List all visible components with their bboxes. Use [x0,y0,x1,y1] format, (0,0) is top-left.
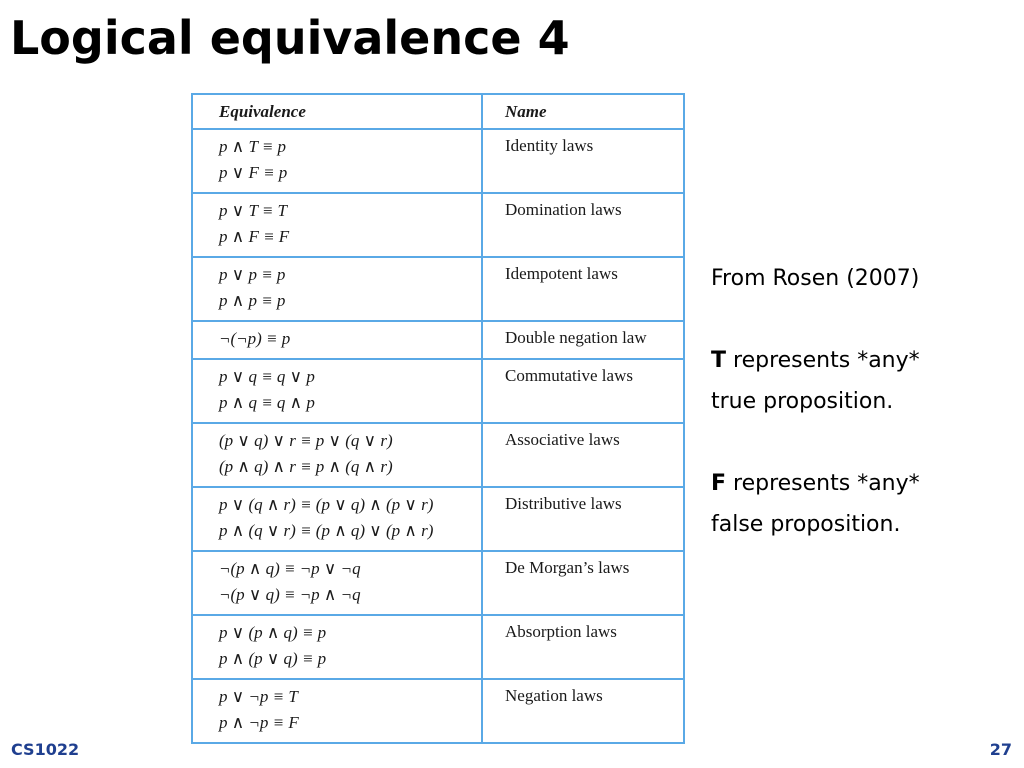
law-name-cell: Commutative laws [481,358,685,424]
law-name-cell: Identity laws [481,128,685,194]
equivalence-formula: p ∨ p ≡ p [219,265,286,284]
equivalence-formula: p ∧ F ≡ F [219,227,290,246]
law-name: Distributive laws [505,494,622,513]
equivalence-formula: p ∧ q ≡ q ∧ p [219,393,315,412]
header-equivalence: Equivalence [191,93,483,130]
table-row: p ∨ ¬p ≡ T p ∧ ¬p ≡ F Negation laws [191,678,685,744]
course-code: CS1022 [11,740,80,759]
t-note: T represents *any* [711,340,1011,381]
slide-title: Logical equivalence 4 [10,11,570,65]
equivalence-formula: p ∧ (q ∨ r) ≡ (p ∧ q) ∨ (p ∧ r) [219,521,434,540]
table-row: (p ∨ q) ∨ r ≡ p ∨ (q ∨ r) (p ∧ q) ∧ r ≡ … [191,422,685,488]
law-name-cell: Domination laws [481,192,685,258]
t-symbol: T [711,348,727,373]
table-row: ¬(p ∧ q) ≡ ¬p ∨ ¬q ¬(p ∨ q) ≡ ¬p ∧ ¬q De… [191,550,685,616]
equivalence-formula: p ∧ (p ∨ q) ≡ p [219,649,327,668]
equivalence-formula: p ∨ T ≡ T [219,201,288,220]
equivalence-cell: p ∨ T ≡ T p ∧ F ≡ F [191,192,483,258]
law-name: Associative laws [505,430,620,449]
equivalence-formula: p ∧ ¬p ≡ F [219,713,299,732]
law-name-cell: Negation laws [481,678,685,744]
t-note-text: represents *any* [726,348,920,373]
table-row: p ∨ (q ∧ r) ≡ (p ∨ q) ∧ (p ∨ r) p ∧ (q ∨… [191,486,685,552]
equivalence-table: Equivalence Name p ∧ T ≡ p p ∨ F ≡ p Ide… [191,93,685,744]
equivalence-formula: p ∨ (q ∧ r) ≡ (p ∨ q) ∧ (p ∨ r) [219,495,434,514]
spacer [711,299,1011,340]
table-row: p ∨ p ≡ p p ∧ p ≡ p Idempotent laws [191,256,685,322]
f-note-continued: false proposition. [711,512,901,537]
table-row: p ∨ (p ∧ q) ≡ p p ∧ (p ∨ q) ≡ p Absorpti… [191,614,685,680]
equivalence-formula: ¬(¬p) ≡ p [219,329,291,348]
equivalence-cell: p ∧ T ≡ p p ∨ F ≡ p [191,128,483,194]
page-number: 27 [989,740,1012,759]
equivalence-cell: p ∨ (p ∧ q) ≡ p p ∧ (p ∨ q) ≡ p [191,614,483,680]
equivalence-cell: ¬(¬p) ≡ p [191,320,483,360]
law-name-cell: Associative laws [481,422,685,488]
equivalence-formula: (p ∧ q) ∧ r ≡ p ∧ (q ∧ r) [219,457,393,476]
law-name: Identity laws [505,136,594,155]
header-name: Name [481,93,685,130]
equivalence-formula: p ∨ (p ∧ q) ≡ p [219,623,327,642]
table-row: p ∨ q ≡ q ∨ p p ∧ q ≡ q ∧ p Commutative … [191,358,685,424]
law-name: Negation laws [505,686,603,705]
law-name-cell: Absorption laws [481,614,685,680]
equivalence-formula: ¬(p ∨ q) ≡ ¬p ∧ ¬q [219,585,361,604]
equivalence-cell: p ∨ q ≡ q ∨ p p ∧ q ≡ q ∧ p [191,358,483,424]
equivalence-formula: p ∧ p ≡ p [219,291,286,310]
law-name-cell: Double negation law [481,320,685,360]
table-header-row: Equivalence Name [191,93,685,130]
equivalence-cell: ¬(p ∧ q) ≡ ¬p ∨ ¬q ¬(p ∨ q) ≡ ¬p ∧ ¬q [191,550,483,616]
equivalence-formula: p ∨ ¬p ≡ T [219,687,298,706]
table-row: p ∨ T ≡ T p ∧ F ≡ F Domination laws [191,192,685,258]
f-note: F represents *any* [711,463,1011,504]
side-notes: From Rosen (2007) T represents *any* tru… [711,258,1011,545]
law-name-cell: Idempotent laws [481,256,685,322]
equivalence-cell: p ∨ ¬p ≡ T p ∧ ¬p ≡ F [191,678,483,744]
spacer [711,422,1011,463]
equivalence-cell: (p ∨ q) ∨ r ≡ p ∨ (q ∨ r) (p ∧ q) ∧ r ≡ … [191,422,483,488]
equivalence-formula: p ∧ T ≡ p [219,137,287,156]
source-note: From Rosen (2007) [711,266,920,291]
equivalence-formula: p ∨ q ≡ q ∨ p [219,367,315,386]
law-name: De Morgan’s laws [505,558,630,577]
equivalence-formula: p ∨ F ≡ p [219,163,288,182]
law-name: Idempotent laws [505,264,618,283]
law-name: Double negation law [505,328,647,347]
law-name-cell: De Morgan’s laws [481,550,685,616]
equivalence-formula: (p ∨ q) ∨ r ≡ p ∨ (q ∨ r) [219,431,393,450]
equivalence-formula: ¬(p ∧ q) ≡ ¬p ∨ ¬q [219,559,361,578]
table-row: p ∧ T ≡ p p ∨ F ≡ p Identity laws [191,128,685,194]
f-note-text: represents *any* [726,471,920,496]
equivalence-cell: p ∨ p ≡ p p ∧ p ≡ p [191,256,483,322]
law-name: Absorption laws [505,622,617,641]
law-name: Domination laws [505,200,622,219]
table-row: ¬(¬p) ≡ p Double negation law [191,320,685,360]
law-name-cell: Distributive laws [481,486,685,552]
equivalence-cell: p ∨ (q ∧ r) ≡ (p ∨ q) ∧ (p ∨ r) p ∧ (q ∨… [191,486,483,552]
f-symbol: F [711,471,727,496]
law-name: Commutative laws [505,366,633,385]
t-note-continued: true proposition. [711,389,894,414]
